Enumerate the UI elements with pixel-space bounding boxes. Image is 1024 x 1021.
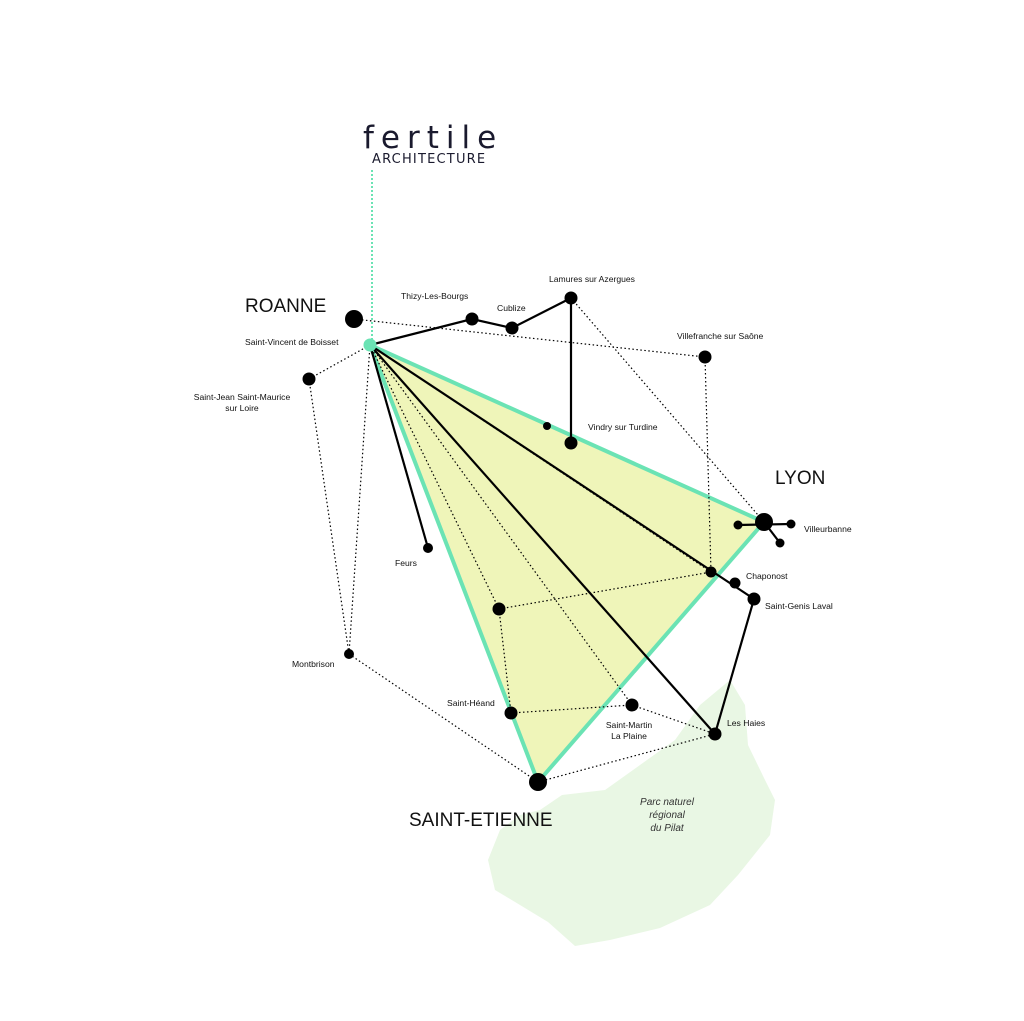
label-saint-heand: Saint-Héand [447,698,495,708]
pilat-park-area [488,680,775,946]
park-label-3: du Pilat [650,823,685,834]
node-center [492,602,506,616]
nodes [302,291,796,791]
node-montbrison [344,649,354,659]
node-vindry [564,436,578,450]
node-saint-jean [302,372,316,386]
label-saint-martin-1: Saint-Martin [606,720,653,730]
node-chaponost [729,577,741,589]
node-villeurbanne [786,519,796,529]
label-vindry: Vindry sur Turdine [588,422,658,432]
node-lyon [755,513,773,531]
label-chaponost: Chaponost [746,571,788,581]
node-les-haies [708,727,722,741]
label-thizy: Thizy-Les-Bourgs [401,291,468,301]
logo-subtitle: ARCHITECTURE [372,152,486,167]
label-saint-genis: Saint-Genis Laval [765,601,833,611]
node-saint-heand [504,706,518,720]
node-roanne [345,310,363,328]
node-lyon-west [733,520,743,530]
label-saint-etienne: SAINT-ETIENNE [409,810,553,831]
node-feurs [423,543,433,553]
label-cublize: Cublize [497,303,526,313]
node-lyon-west-2 [705,566,717,578]
label-saint-martin-2: La Plaine [611,731,647,741]
node-vindry-small [543,422,551,430]
label-villeurbanne: Villeurbanne [804,524,852,534]
label-saint-jean-2: sur Loire [225,403,259,413]
node-thizy [465,312,479,326]
solid-links [368,297,792,735]
label-villefranche: Villefranche sur Saône [677,331,764,341]
node-lamures [564,291,578,305]
node-saint-vincent [363,338,377,352]
label-lamures: Lamures sur Azergues [549,274,635,284]
node-villefranche [698,350,712,364]
label-saint-jean-1: Saint-Jean Saint-Maurice [194,392,291,402]
park-label-2: régional [649,810,685,821]
node-cublize [505,321,519,335]
label-roanne: ROANNE [245,296,326,317]
label-montbrison: Montbrison [292,659,335,669]
label-les-haies: Les Haies [727,718,765,728]
node-saint-genis [747,592,761,606]
park-label-1: Parc naturel [640,797,695,808]
main-triangle [368,343,766,784]
logo-word: fertile [363,120,503,156]
node-saint-martin [625,698,639,712]
label-lyon: LYON [775,468,825,489]
label-saint-vincent: Saint-Vincent de Boisset [245,337,339,347]
node-saint-etienne [529,773,547,791]
node-lyon-south [775,538,785,548]
label-feurs: Feurs [395,558,417,568]
